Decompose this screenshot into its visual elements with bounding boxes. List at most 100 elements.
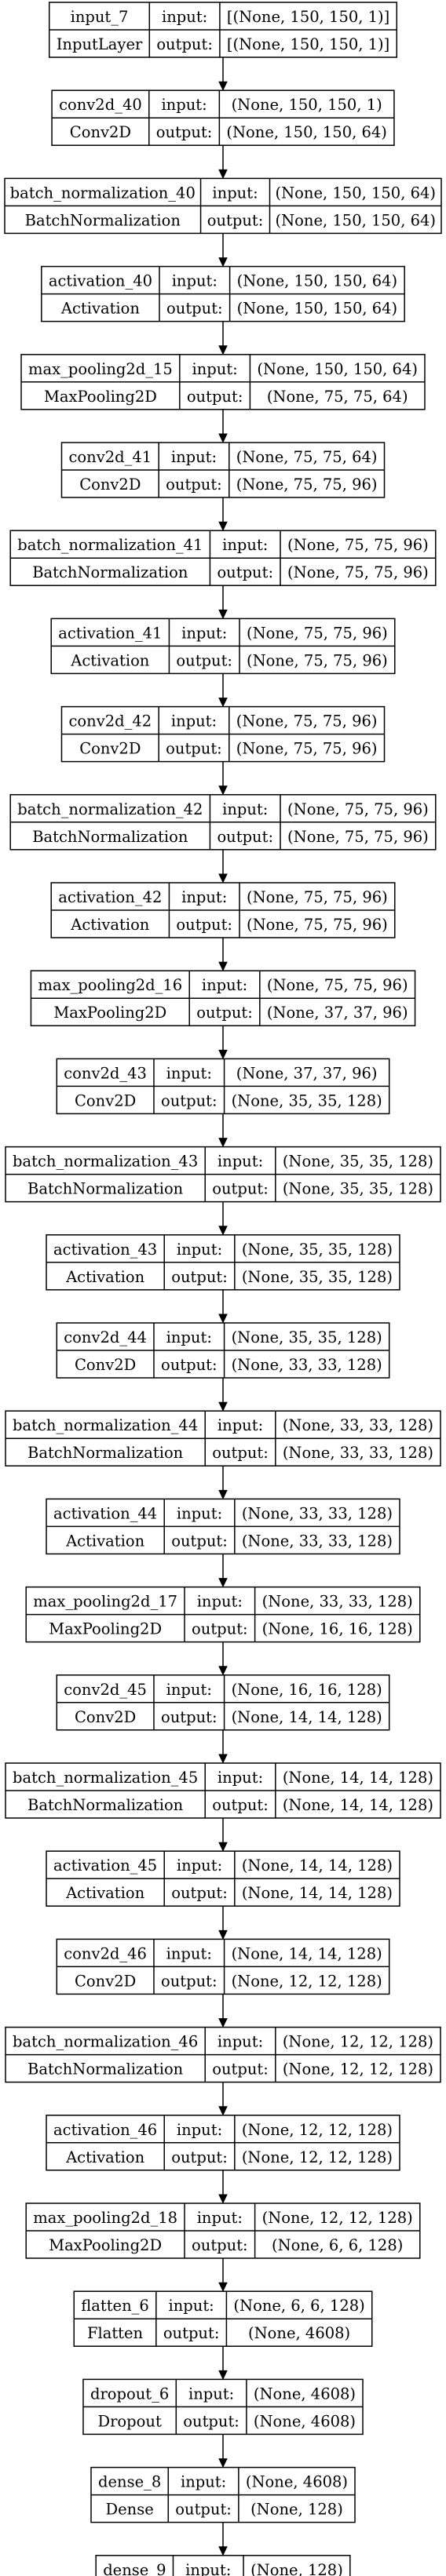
arrow-head-icon	[218, 698, 228, 708]
output-label: output:	[163, 2324, 220, 2342]
output-shape: (None, 12, 12, 128)	[283, 2060, 433, 2079]
layer-type: Activation	[65, 2148, 145, 2166]
layer-name: conv2d_44	[64, 1328, 147, 1346]
output-shape: (None, 75, 75, 96)	[247, 916, 388, 934]
input-shape: (None, 4608)	[254, 2385, 356, 2403]
edge-arrow	[218, 233, 228, 268]
input-label: input:	[188, 2385, 234, 2403]
input-shape: (None, 14, 14, 128)	[242, 1856, 393, 1875]
input-label: input:	[181, 624, 227, 642]
layer-name: activation_41	[58, 624, 162, 642]
input-shape: (None, 75, 75, 96)	[236, 712, 378, 731]
layer-type: Dropout	[97, 2412, 161, 2430]
layer-name: activation_44	[53, 1504, 157, 1522]
layer-name: conv2d_41	[68, 448, 152, 466]
arrow-head-icon	[218, 345, 228, 355]
input-shape: (None, 35, 35, 128)	[242, 1241, 393, 1259]
output-label: output:	[175, 2501, 232, 2519]
input-label: input:	[177, 1856, 222, 1875]
input-shape: (None, 150, 150, 64)	[237, 272, 398, 290]
layer-type: BatchNormalization	[27, 2060, 184, 2079]
input-shape: (None, 75, 75, 96)	[247, 624, 388, 642]
input-shape: (None, 33, 33, 128)	[283, 1416, 433, 1434]
arrow-head-icon	[218, 873, 228, 884]
input-shape: (None, 75, 75, 96)	[267, 976, 408, 994]
edge-arrow	[218, 761, 228, 796]
output-shape: [(None, 150, 150, 1)]	[227, 35, 389, 53]
layer-type: MaxPooling2D	[49, 2236, 162, 2254]
output-label: output:	[166, 740, 222, 758]
output-label: output:	[192, 1620, 248, 1638]
layer-name: activation_40	[49, 272, 152, 290]
output-shape: (None, 35, 35, 128)	[283, 1180, 433, 1198]
arrow-head-icon	[218, 1929, 228, 1940]
arrow-head-icon	[218, 1314, 228, 1324]
layer-node-batch_normalization_45: batch_normalization_45BatchNormalization…	[5, 1762, 441, 1819]
output-label: output:	[212, 1180, 269, 1198]
arrow-head-icon	[218, 961, 228, 971]
output-label: output:	[183, 2412, 239, 2430]
layer-type: Activation	[70, 651, 150, 669]
layer-name: max_pooling2d_17	[33, 1593, 177, 1611]
arrow-head-icon	[218, 2282, 228, 2292]
output-shape: (None, 128)	[250, 2501, 343, 2519]
output-shape: (None, 4608)	[254, 2412, 356, 2430]
output-label: output:	[171, 1884, 228, 1902]
layer-type: Conv2D	[75, 1356, 136, 1374]
input-shape: (None, 35, 35, 128)	[283, 1153, 433, 1171]
input-label: input:	[166, 1681, 212, 1699]
input-shape: (None, 6, 6, 128)	[233, 2297, 364, 2315]
layer-node-batch_normalization_43: batch_normalization_43BatchNormalization…	[5, 1146, 441, 1203]
arrow-head-icon	[218, 169, 228, 180]
input-shape: (None, 33, 33, 128)	[262, 1593, 413, 1611]
input-shape: (None, 35, 35, 128)	[232, 1328, 382, 1346]
output-shape: (None, 14, 14, 128)	[242, 1884, 393, 1902]
edge-arrow	[218, 497, 228, 531]
output-label: output:	[196, 1004, 253, 1022]
output-shape: (None, 75, 75, 96)	[247, 651, 388, 669]
input-shape: (None, 150, 150, 64)	[257, 360, 418, 378]
edge-arrow	[218, 1289, 228, 1324]
input-label: input:	[172, 272, 218, 290]
edge-arrow	[218, 1201, 228, 1236]
output-label: output:	[176, 651, 232, 669]
edge-arrow	[218, 321, 228, 355]
input-label: input:	[222, 800, 268, 818]
layer-name: conv2d_40	[59, 96, 142, 114]
layer-type: BatchNormalization	[32, 828, 188, 846]
arrow-head-icon	[218, 2106, 228, 2116]
output-shape: (None, 33, 33, 128)	[242, 1532, 393, 1550]
input-shape: (None, 14, 14, 128)	[232, 1944, 382, 1962]
layer-type: BatchNormalization	[27, 1444, 184, 1462]
edge-arrow	[218, 1729, 228, 1764]
layer-name: batch_normalization_44	[13, 1416, 198, 1434]
output-shape: (None, 16, 16, 128)	[262, 1620, 413, 1638]
layer-type: BatchNormalization	[32, 563, 188, 581]
arrow-head-icon	[218, 433, 228, 443]
layer-type: BatchNormalization	[25, 211, 181, 229]
input-shape: (None, 4608)	[246, 2473, 348, 2491]
layer-name: activation_46	[53, 2121, 157, 2139]
input-label: input:	[197, 2209, 243, 2227]
arrow-head-icon	[218, 2018, 228, 2028]
layer-type: Activation	[60, 300, 141, 318]
arrow-head-icon	[218, 1138, 228, 1148]
input-shape: (None, 33, 33, 128)	[242, 1504, 393, 1522]
input-label: input:	[192, 360, 237, 378]
layer-name: conv2d_42	[68, 712, 152, 731]
layer-name: max_pooling2d_16	[38, 976, 182, 994]
arrow-head-icon	[218, 1489, 228, 1500]
edge-arrow	[218, 1554, 228, 1588]
output-label: output:	[161, 1356, 218, 1374]
input-label: input:	[177, 2121, 222, 2139]
input-shape: (None, 37, 37, 96)	[236, 1064, 378, 1082]
output-label: output:	[166, 300, 223, 318]
layer-node-batch_normalization_42: batch_normalization_42BatchNormalization…	[9, 794, 437, 851]
input-shape: (None, 12, 12, 128)	[283, 2033, 433, 2051]
